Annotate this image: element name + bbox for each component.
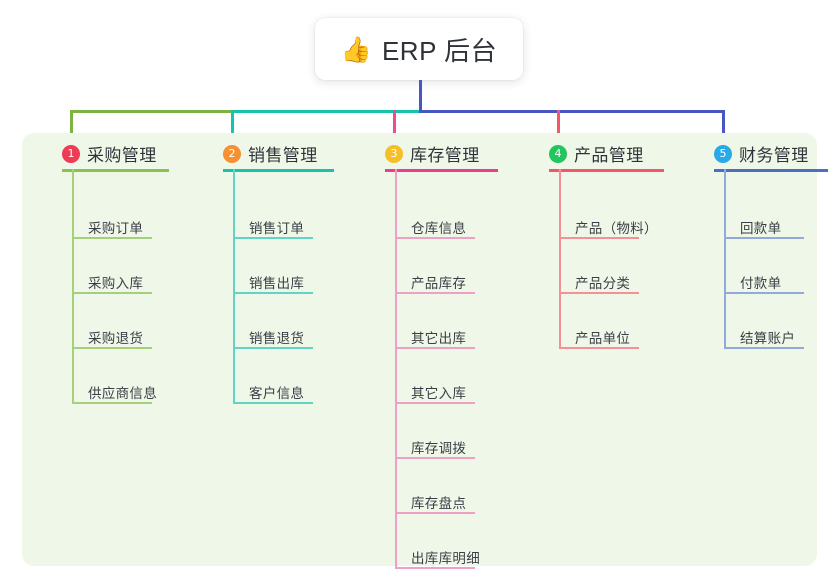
module-item-underline — [395, 237, 475, 239]
module-item-underline — [395, 292, 475, 294]
module-underline — [62, 169, 169, 172]
module-item-label[interactable]: 付款单 — [740, 276, 782, 291]
connector-drop-2 — [231, 110, 234, 145]
module-header-1[interactable]: 1 采购管理 — [62, 141, 157, 166]
module-header-2[interactable]: 2 销售管理 — [223, 141, 318, 166]
module-number-badge: 2 — [223, 144, 241, 163]
connector-drop-1 — [70, 110, 73, 145]
modules-panel: 1 采购管理采购订单采购入库采购退货供应商信息 2 销售管理销售订单销售出库销售退货客… — [22, 133, 828, 569]
module-trunk-line — [724, 169, 726, 347]
module-item-label[interactable]: 出库库明细 — [411, 551, 480, 566]
module-item-label[interactable]: 销售退货 — [249, 331, 305, 346]
connector-bar-segment-1 — [70, 110, 234, 113]
module-trunk-line — [233, 169, 235, 402]
module-item-label[interactable]: 产品分类 — [575, 276, 631, 291]
module-item-underline — [233, 347, 313, 349]
connector-drop-3 — [393, 110, 396, 145]
module-number-badge: 4 — [549, 144, 567, 163]
module-item-underline — [724, 237, 804, 239]
root-node-label: ERP 后台 — [381, 35, 498, 66]
module-item-underline — [395, 457, 475, 459]
module-number-badge: 1 — [62, 144, 80, 163]
module-item-underline — [395, 567, 475, 569]
module-item-label[interactable]: 采购入库 — [88, 276, 144, 291]
module-title: 采购管理 — [87, 146, 157, 165]
module-item-underline — [724, 292, 804, 294]
module-item-underline — [72, 347, 152, 349]
module-underline — [714, 169, 828, 172]
module-trunk-line — [72, 169, 74, 402]
module-title: 产品管理 — [574, 146, 644, 165]
module-underline — [385, 169, 498, 172]
module-item-label[interactable]: 销售出库 — [249, 276, 305, 291]
module-item-label[interactable]: 仓库信息 — [411, 221, 467, 236]
thumbs-up-icon: 👍 — [340, 34, 372, 64]
module-item-label[interactable]: 库存盘点 — [411, 496, 467, 511]
module-item-underline — [233, 292, 313, 294]
root-spine-line — [419, 80, 422, 113]
module-item-underline — [559, 292, 639, 294]
module-item-label[interactable]: 供应商信息 — [88, 386, 157, 401]
module-title: 财务管理 — [739, 146, 809, 165]
module-item-underline — [559, 347, 639, 349]
module-item-label[interactable]: 产品单位 — [575, 331, 631, 346]
module-header-3[interactable]: 3 库存管理 — [385, 141, 480, 166]
module-item-underline — [559, 237, 639, 239]
module-item-label[interactable]: 采购退货 — [88, 331, 144, 346]
module-item-label[interactable]: 库存调拨 — [411, 441, 467, 456]
module-item-label[interactable]: 其它出库 — [411, 331, 467, 346]
module-item-underline — [395, 512, 475, 514]
module-header-4[interactable]: 4 产品管理 — [549, 141, 644, 166]
connector-drop-5 — [722, 110, 725, 145]
module-item-label[interactable]: 产品（物料） — [575, 221, 658, 236]
root-node[interactable]: 👍 ERP 后台 — [315, 18, 523, 80]
module-underline — [223, 169, 334, 172]
connector-drop-4 — [557, 110, 560, 145]
module-item-label[interactable]: 销售订单 — [249, 221, 305, 236]
module-underline — [549, 169, 664, 172]
module-item-label[interactable]: 客户信息 — [249, 386, 305, 401]
module-trunk-line — [559, 169, 561, 347]
module-item-label[interactable]: 结算账户 — [740, 331, 796, 346]
module-item-underline — [395, 347, 475, 349]
module-item-label[interactable]: 采购订单 — [88, 221, 144, 236]
module-item-underline — [724, 347, 804, 349]
module-item-label[interactable]: 其它入库 — [411, 386, 467, 401]
module-item-underline — [233, 402, 313, 404]
module-title: 销售管理 — [248, 146, 318, 165]
module-number-badge: 3 — [385, 144, 403, 163]
module-number-badge: 5 — [714, 144, 732, 163]
module-trunk-line — [395, 169, 397, 567]
module-item-underline — [395, 402, 475, 404]
module-item-label[interactable]: 产品库存 — [411, 276, 467, 291]
module-item-underline — [72, 292, 152, 294]
module-item-underline — [72, 402, 152, 404]
module-header-5[interactable]: 5 财务管理 — [714, 141, 809, 166]
module-item-underline — [72, 237, 152, 239]
connector-bar-segment-2 — [231, 110, 422, 113]
module-title: 库存管理 — [410, 146, 480, 165]
connector-bar-segment-3 — [419, 110, 725, 113]
module-item-underline — [233, 237, 313, 239]
module-item-label[interactable]: 回款单 — [740, 221, 782, 236]
